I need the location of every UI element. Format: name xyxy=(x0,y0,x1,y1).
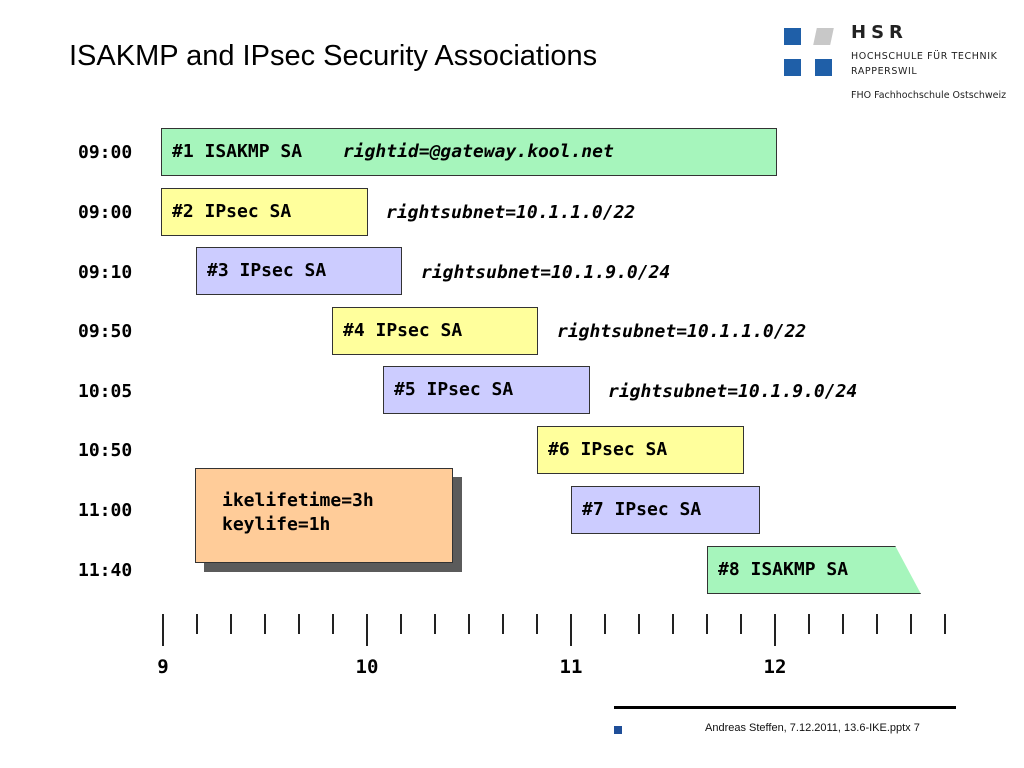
sa-box-5: #5 IPsec SA xyxy=(383,366,590,414)
axis-tick xyxy=(944,614,946,634)
footer-rule xyxy=(614,706,956,709)
axis-tick xyxy=(332,614,334,634)
page-title: ISAKMP and IPsec Security Associations xyxy=(69,40,598,72)
footer-text: Andreas Steffen, 7.12.2011, 13.6-IKE.ppt… xyxy=(705,722,920,734)
axis-tick xyxy=(876,614,878,634)
axis-label: 12 xyxy=(763,656,787,678)
time-label: 09:50 xyxy=(78,321,133,342)
time-label: 10:05 xyxy=(78,381,133,402)
sa-note: rightid=@gateway.kool.net xyxy=(342,141,614,162)
time-label: 11:40 xyxy=(78,560,133,581)
axis-tick xyxy=(434,614,436,634)
sa-box-1: #1 ISAKMP SA rightid=@gateway.kool.net xyxy=(161,128,777,176)
axis-label: 9 xyxy=(157,656,169,678)
axis-tick xyxy=(400,614,402,634)
axis-tick xyxy=(604,614,606,634)
sa-label: #8 ISAKMP SA xyxy=(718,559,849,580)
axis-tick xyxy=(230,614,232,634)
axis-tick xyxy=(536,614,538,634)
axis-tick xyxy=(468,614,470,634)
sa-box-6: #6 IPsec SA xyxy=(537,426,744,474)
logo-line-2: RAPPERSWIL xyxy=(851,66,918,77)
sa-box-4: #4 IPsec SA xyxy=(332,307,538,355)
logo-line-3: FHO Fachhochschule Ostschweiz xyxy=(851,90,1007,101)
logo-square-1 xyxy=(784,28,801,45)
callout-line-1: ikelifetime=3h xyxy=(222,490,374,511)
sa-note: rightsubnet=10.1.9.0/24 xyxy=(608,381,858,402)
axis-tick xyxy=(842,614,844,634)
time-label: 09:00 xyxy=(78,142,133,163)
sa-note: rightsubnet=10.1.1.0/22 xyxy=(386,202,636,223)
axis-tick xyxy=(264,614,266,634)
sa-label: #7 IPsec SA xyxy=(582,499,702,520)
axis-tick xyxy=(196,614,198,634)
axis-tick xyxy=(672,614,674,634)
callout-line-2: keylife=1h xyxy=(222,514,331,535)
sa-label: #3 IPsec SA xyxy=(207,260,327,281)
time-label: 10:50 xyxy=(78,440,133,461)
axis-tick xyxy=(808,614,810,634)
lifetime-callout: ikelifetime=3h keylife=1h xyxy=(195,468,453,563)
sa-label: #2 IPsec SA xyxy=(172,201,292,222)
axis-tick xyxy=(740,614,742,634)
time-label: 09:00 xyxy=(78,202,133,223)
axis-label: 11 xyxy=(559,656,583,678)
axis-tick xyxy=(298,614,300,634)
sa-label: #1 ISAKMP SA xyxy=(172,141,303,162)
axis-label: 10 xyxy=(355,656,379,678)
sa-box-2: #2 IPsec SA xyxy=(161,188,368,236)
sa-box-7: #7 IPsec SA xyxy=(571,486,760,534)
sa-box-8: #8 ISAKMP SA xyxy=(707,546,921,594)
time-label: 09:10 xyxy=(78,262,133,283)
logo-square-4 xyxy=(815,59,832,76)
sa-note: rightsubnet=10.1.1.0/22 xyxy=(557,321,807,342)
axis-hour-tick xyxy=(162,614,164,646)
axis-hour-tick xyxy=(774,614,776,646)
logo-square-3 xyxy=(784,59,801,76)
sa-label: #6 IPsec SA xyxy=(548,439,668,460)
sa-label: #5 IPsec SA xyxy=(394,379,514,400)
hsr-logo xyxy=(784,24,1024,104)
axis-tick xyxy=(706,614,708,634)
axis-tick xyxy=(638,614,640,634)
sa-note: rightsubnet=10.1.9.0/24 xyxy=(421,262,671,283)
sa-box-3: #3 IPsec SA xyxy=(196,247,402,295)
axis-hour-tick xyxy=(366,614,368,646)
footer-bullet xyxy=(614,726,622,734)
axis-tick xyxy=(910,614,912,634)
axis-hour-tick xyxy=(570,614,572,646)
axis-tick xyxy=(502,614,504,634)
sa-label: #4 IPsec SA xyxy=(343,320,463,341)
logo-line-1: HOCHSCHULE FÜR TECHNIK xyxy=(851,51,998,62)
logo-name: HSR xyxy=(851,22,908,43)
time-label: 11:00 xyxy=(78,500,133,521)
